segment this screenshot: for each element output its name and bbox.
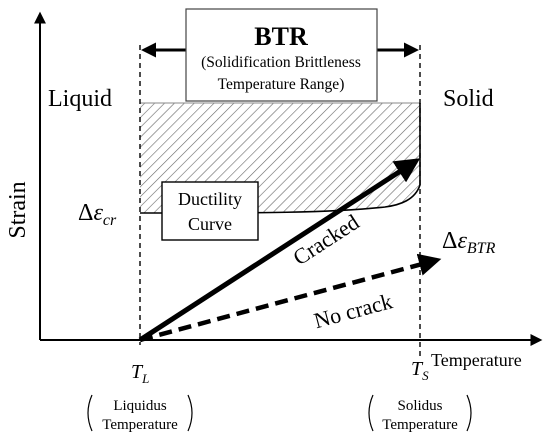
liquid-label: Liquid [48, 86, 112, 112]
btr-subtitle-line1: (Solidification Brittleness [201, 54, 361, 71]
solidus-line1: Solidus [397, 398, 442, 414]
cr-subscript: cr [103, 212, 117, 229]
ts-main: T [411, 358, 424, 380]
delta-symbol-btr: Δ [442, 228, 457, 254]
btr-subscript: BTR [467, 240, 496, 257]
ductility-label-line1: Ductility [178, 189, 242, 209]
liquidus-line2: Temperature [102, 417, 178, 433]
ts-sub: S [422, 368, 429, 383]
btr-label-box [185, 8, 378, 102]
solid-label: Solid [443, 86, 494, 112]
liquidus-caption: Liquidus Temperature [87, 394, 193, 433]
ts-tick-label: TS [411, 358, 429, 383]
epsilon-symbol-btr: ε [457, 228, 467, 254]
y-axis-label: Strain [5, 181, 31, 238]
solidus-right-paren [466, 394, 472, 432]
delta-symbol: Δ [78, 200, 93, 226]
cracked-strain-arrow [138, 158, 421, 343]
x-axis-label: Temperature [431, 350, 522, 370]
solidus-left-paren [368, 394, 374, 432]
ductility-label-line2: Curve [188, 214, 232, 234]
no-crack-strain-arrow [139, 253, 442, 343]
liquidus-line1: Liquidus [113, 398, 166, 414]
btr-subtitle-line2: Temperature Range) [218, 76, 345, 93]
epsilon-symbol: ε [93, 200, 103, 226]
ductility-label-box [161, 181, 259, 241]
solidus-caption: Solidus Temperature [368, 394, 472, 433]
liquidus-left-paren [87, 394, 93, 432]
btr-title: BTR [254, 22, 308, 51]
tl-tick-label: TL [131, 361, 149, 386]
solidus-line2: Temperature [382, 417, 458, 433]
tl-sub: L [141, 371, 149, 386]
no-crack-label: No crack [311, 288, 395, 333]
liquidus-right-paren [187, 394, 193, 432]
tl-main: T [131, 361, 144, 383]
delta-epsilon-btr-label: ΔεBTR [442, 228, 496, 257]
delta-epsilon-cr-label: Δεcr [78, 200, 117, 229]
